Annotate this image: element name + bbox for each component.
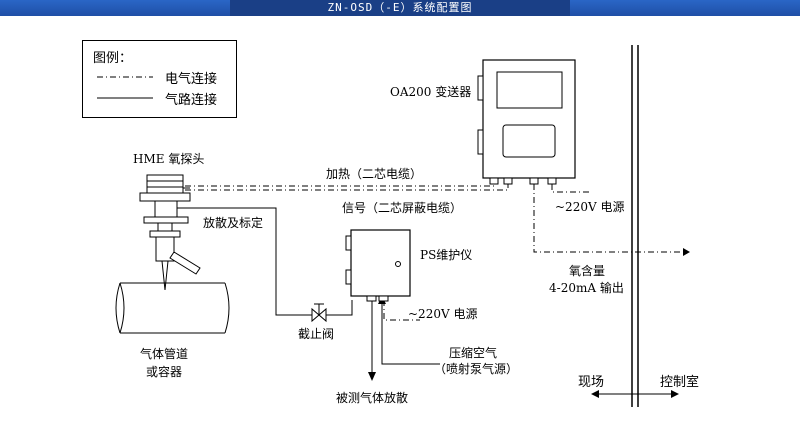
pipe-label-line1: 气体管道: [140, 346, 188, 361]
title-band: [230, 0, 570, 16]
protector-power-label: ~220V 电源: [408, 307, 477, 321]
transmitter-power-label: ~220V 电源: [555, 200, 624, 214]
shutoff-valve: [311, 303, 327, 323]
legend-box: 图例： 电气连接 气路连接: [82, 40, 237, 118]
oxygen-probe: [139, 174, 201, 291]
probe-label: HME 氧探头: [133, 152, 204, 166]
title-bar: ZN-OSD（-E）系统配置图: [0, 0, 800, 16]
output-label-line2: 4-20mA 输出: [549, 280, 624, 295]
transmitter-label: OA200 变送器: [390, 84, 471, 99]
control-room-label: 控制室: [660, 374, 699, 390]
transmitter-box: [477, 59, 576, 185]
electrical-wiring: [185, 184, 683, 321]
compressed-air-label-line1: 压缩空气: [449, 345, 497, 360]
gas-piping: [177, 207, 440, 380]
compressed-air-label-line2: （喷射泵气源）: [434, 361, 518, 376]
page-title: ZN-OSD（-E）系统配置图: [327, 1, 473, 14]
field-label: 现场: [578, 375, 604, 390]
legend-label-gas: 气路连接: [165, 93, 218, 108]
vent-arrowhead: [368, 372, 376, 381]
valve-label: 截止阀: [298, 327, 334, 341]
protector-label: PS维护仪: [420, 248, 472, 262]
signal-cable-label: 信号（二芯屏蔽电缆）: [342, 201, 462, 215]
vent-calibrate-label: 放散及标定: [203, 215, 263, 230]
pipe-label-line2: 或容器: [146, 364, 182, 379]
boundary-lines: [631, 45, 639, 407]
legend-title: 图例：: [93, 51, 133, 66]
protector-box: [345, 229, 411, 302]
output-label-line1: 氧含量: [569, 263, 605, 278]
heating-cable-label: 加热（二芯电缆）: [326, 167, 422, 181]
gas-pipe: [115, 282, 230, 334]
legend-lines: [97, 76, 153, 99]
output-arrowhead: [683, 248, 690, 256]
legend-label-electrical: 电气连接: [165, 72, 218, 87]
measured-gas-vent-label: 被测气体放散: [336, 390, 408, 405]
